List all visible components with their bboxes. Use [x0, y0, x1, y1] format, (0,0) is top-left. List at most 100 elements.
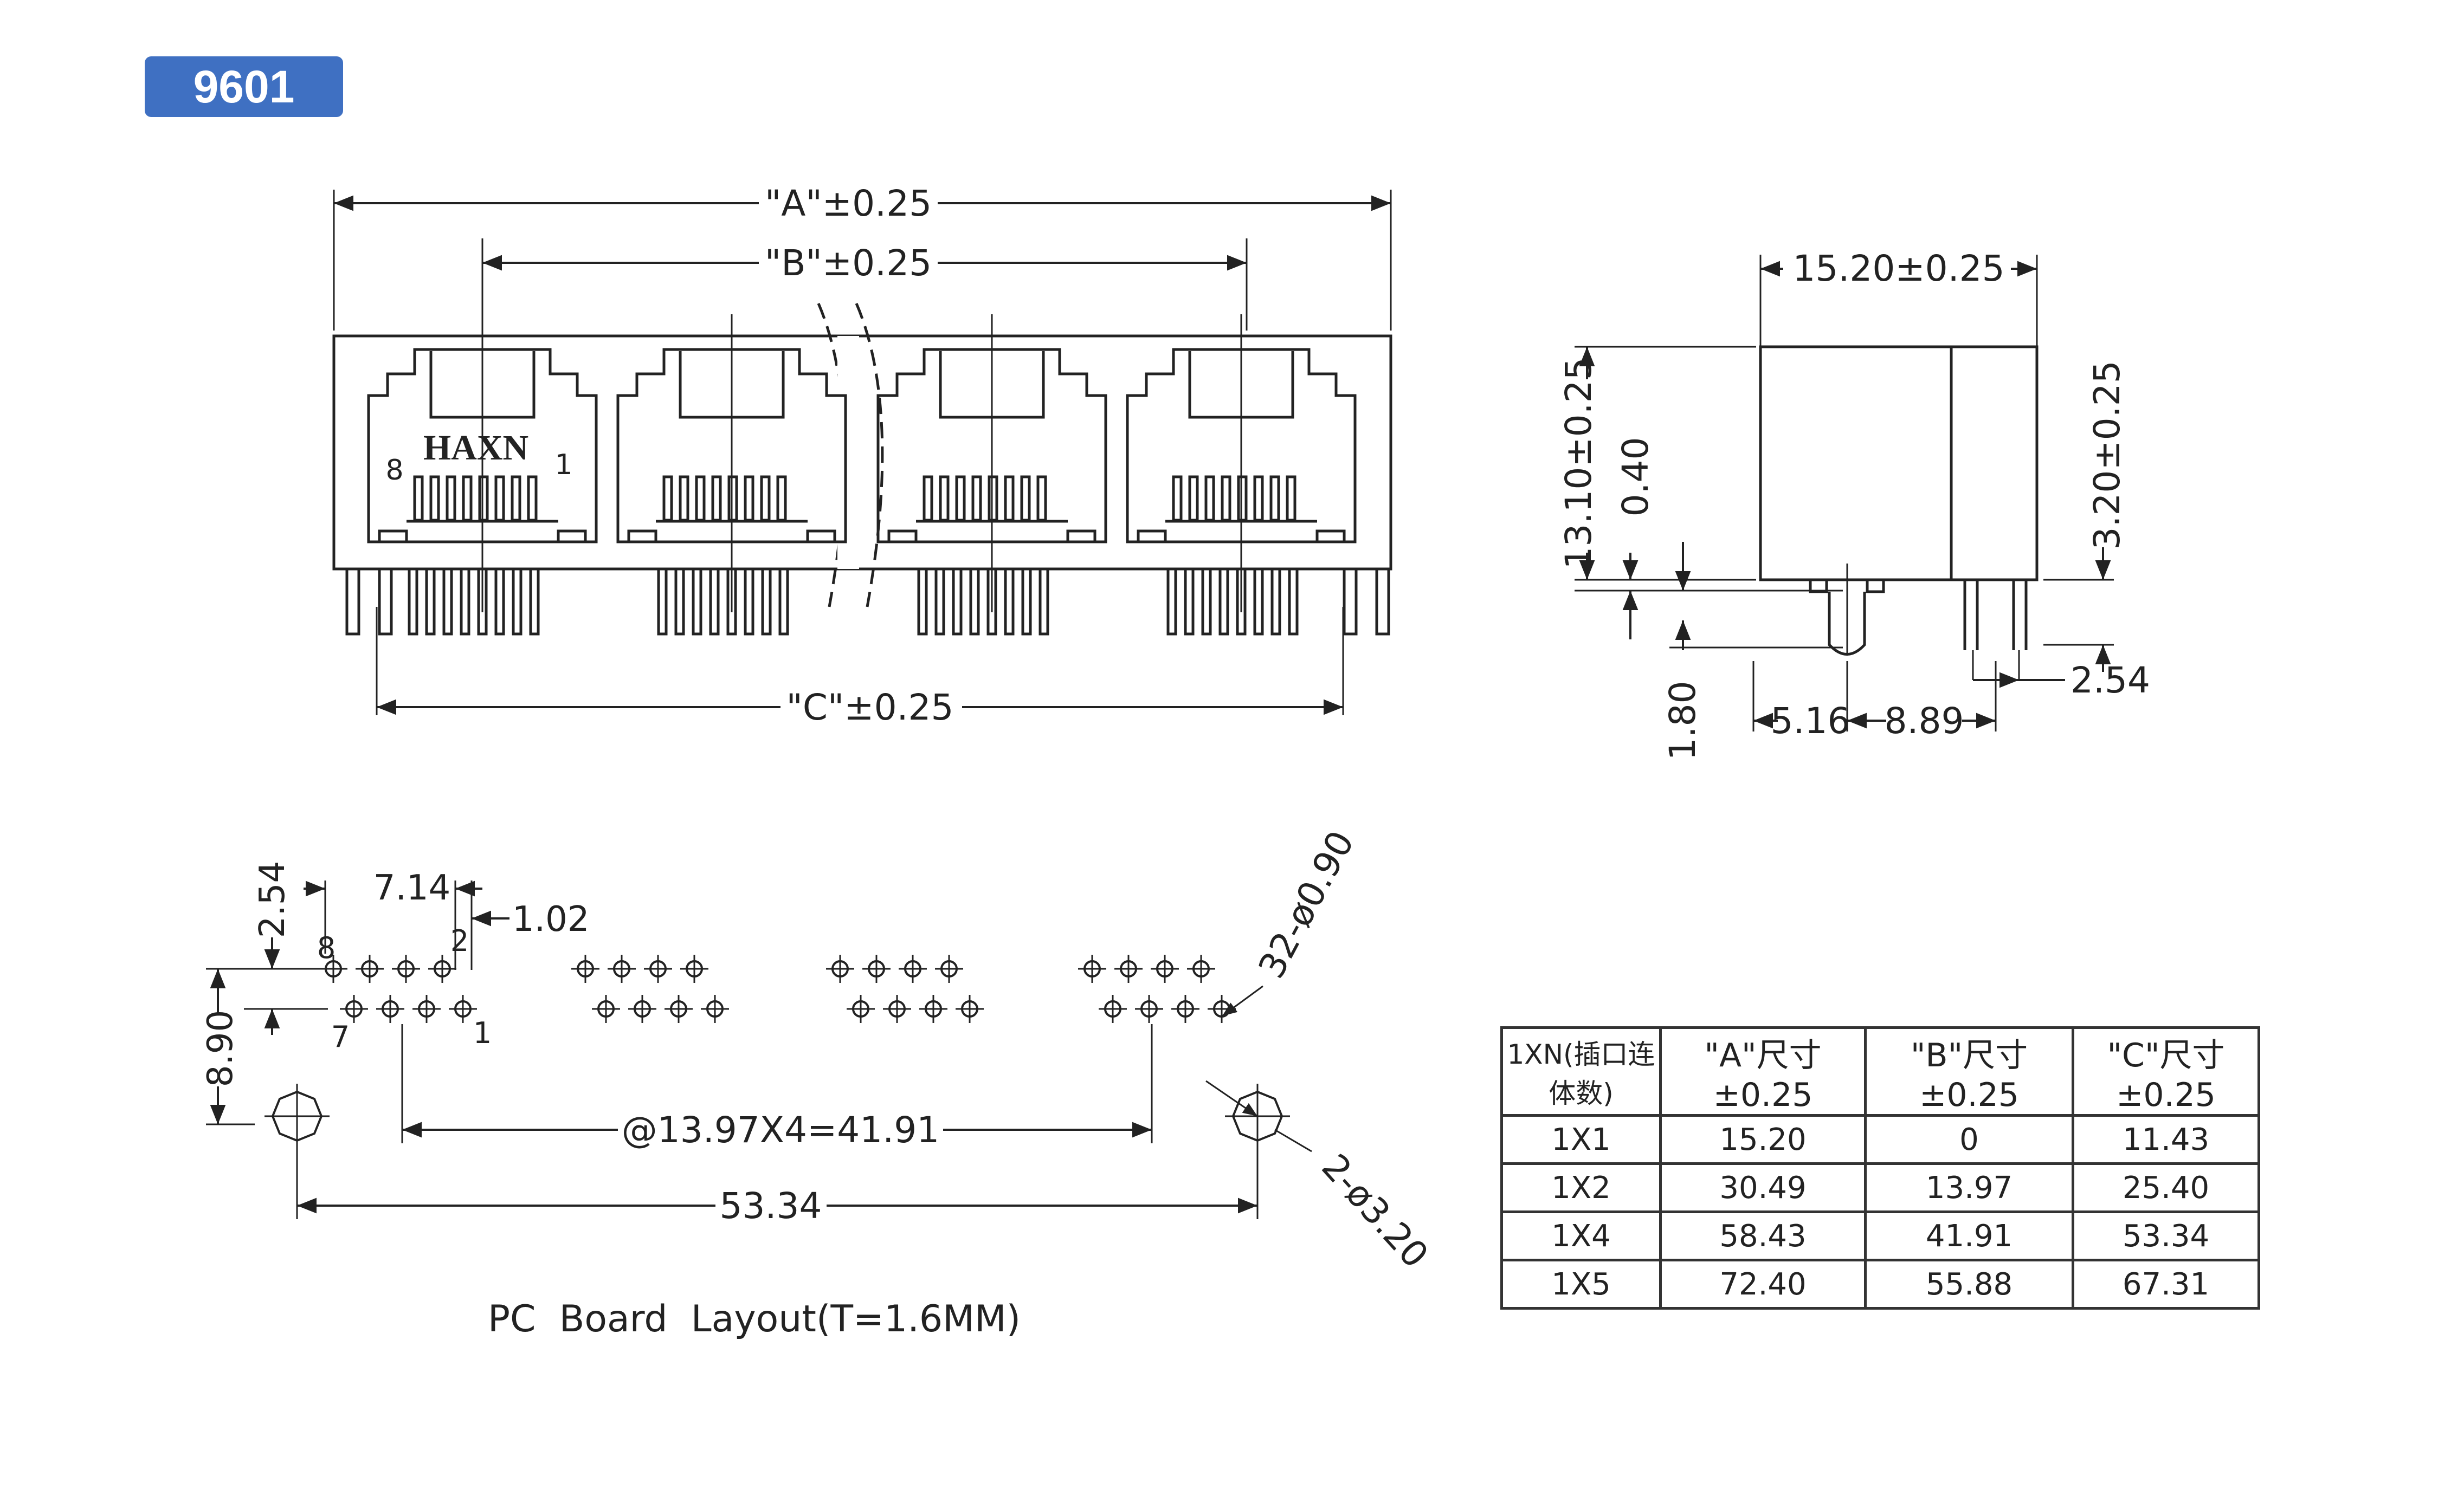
dim-a-label: "A"±0.25: [765, 183, 932, 224]
table-cell: 72.40: [1659, 1259, 1867, 1310]
port-corner: [1066, 529, 1096, 543]
pin-hole: [680, 955, 708, 983]
pcb-layout-caption: PC Board Layout(T=1.6MM): [488, 1298, 1021, 1341]
port-outline: [876, 348, 1107, 543]
table-cell: 55.88: [1864, 1259, 2074, 1310]
port-corner: [887, 529, 918, 543]
port-contact: [527, 475, 538, 522]
pcb-pin-1-label: 1: [473, 1016, 492, 1050]
port-corner: [557, 529, 587, 543]
pin-hole: [1171, 995, 1199, 1023]
table-header: 1XN(插口连体数): [1500, 1026, 1662, 1117]
pin-hole: [319, 955, 347, 983]
port-contact: [727, 475, 738, 522]
table-header: "A"尺寸±0.25: [1659, 1026, 1867, 1117]
table-cell: 67.31: [2072, 1259, 2260, 1310]
port-contact: [1204, 475, 1215, 522]
port-pin: [986, 567, 997, 636]
table-cell: 1X5: [1500, 1259, 1662, 1310]
port-contact: [429, 475, 440, 522]
pin-hole: [592, 995, 620, 1023]
pcb-mount-hole-label: 2-ø3.20: [1313, 1146, 1436, 1276]
pcb-pin-7-label: 7: [331, 1020, 350, 1054]
pcb-layout: [206, 881, 1312, 1219]
port-pin: [1004, 567, 1015, 636]
port-contact: [1253, 475, 1264, 522]
pin-hole: [883, 995, 911, 1023]
port-pin: [657, 567, 668, 636]
pin-hole: [356, 955, 384, 983]
pin-hole: [1135, 995, 1163, 1023]
pin-hole: [919, 995, 947, 1023]
port-contact: [1188, 475, 1199, 522]
pcb-pin-2-label: 2: [450, 924, 469, 958]
pin-hole: [644, 955, 672, 983]
table-cell: 30.49: [1659, 1162, 1867, 1213]
port-pin: [1218, 567, 1229, 636]
port-pin: [1288, 567, 1299, 636]
port-corner: [627, 529, 657, 543]
table-row: 1X5 72.40 55.88 67.31: [1500, 1259, 2260, 1310]
port-contact: [988, 475, 998, 522]
port-pin: [477, 567, 488, 636]
port-contact: [939, 475, 950, 522]
pin-hole: [935, 955, 963, 983]
pin-1-label: 1: [554, 449, 572, 481]
pcb-pin-holes: [319, 955, 1236, 1023]
port-pin: [674, 567, 685, 636]
rj45-port: [616, 314, 847, 636]
port-corner: [1137, 529, 1167, 543]
port-outline: [1126, 348, 1357, 543]
pin-hole: [862, 955, 891, 983]
table-cell: 53.34: [2072, 1210, 2260, 1261]
pin-hole: [340, 995, 368, 1023]
port-pin: [494, 567, 505, 636]
side-height-label: 13.10±0.25: [1558, 357, 1599, 569]
pin-hole: [449, 995, 477, 1023]
table-cell: 15.20: [1659, 1114, 1867, 1165]
port-pin: [1021, 567, 1032, 636]
port-contact: [679, 475, 689, 522]
pcb-port-pitch-label: @13.97X4=41.91: [622, 1109, 939, 1151]
table-row: 1X2 30.49 13.97 25.40: [1500, 1162, 2260, 1213]
port-contact: [1269, 475, 1280, 522]
port-corner: [1315, 529, 1346, 543]
pcb-depth-label: 8.90: [201, 1010, 241, 1087]
port-pin: [952, 567, 963, 636]
table-cell: 41.91: [1864, 1210, 2074, 1261]
side-pos-a-label: 5.16: [1771, 700, 1850, 742]
port-corner: [378, 529, 408, 543]
pin-hole: [1099, 995, 1127, 1023]
port-contact: [494, 475, 505, 522]
side-standoff-label: 1.80: [1662, 681, 1704, 761]
pin-hole: [1208, 995, 1236, 1023]
port-pin: [425, 567, 436, 636]
dim-c-label: "C"±0.25: [786, 687, 953, 728]
pin-hole: [1187, 955, 1215, 983]
pcb-hole-spec-label: 32-ø0.90: [1250, 824, 1363, 985]
port-pin: [744, 567, 754, 636]
port-contact: [1172, 475, 1183, 522]
pin-hole: [428, 955, 456, 983]
side-offset-label: 0.40: [1615, 437, 1656, 517]
rj45-port: [367, 314, 598, 636]
table-header-row: 1XN(插口连体数) "A"尺寸±0.25 "B"尺寸±0.25 "C"尺寸±0…: [1500, 1026, 2260, 1117]
port-pin: [934, 567, 945, 636]
pin-8-label: 8: [385, 454, 403, 487]
port-contact: [744, 475, 754, 522]
port-pin: [1184, 567, 1195, 636]
table-cell: 58.43: [1659, 1210, 1867, 1261]
port-pin: [692, 567, 702, 636]
shield-peg: [1343, 567, 1358, 636]
port-outline: [367, 348, 598, 543]
table-cell: 0: [1864, 1114, 2074, 1165]
port-corner: [806, 529, 836, 543]
port-contact: [1036, 475, 1047, 522]
port-contact: [955, 475, 966, 522]
rj45-port: [1126, 314, 1357, 636]
pin-hole: [826, 955, 854, 983]
table-row: 1X1 15.20 0 11.43: [1500, 1114, 2260, 1165]
pin-hole: [701, 995, 729, 1023]
side-view: [1575, 255, 2114, 731]
pin-hole: [392, 955, 420, 983]
